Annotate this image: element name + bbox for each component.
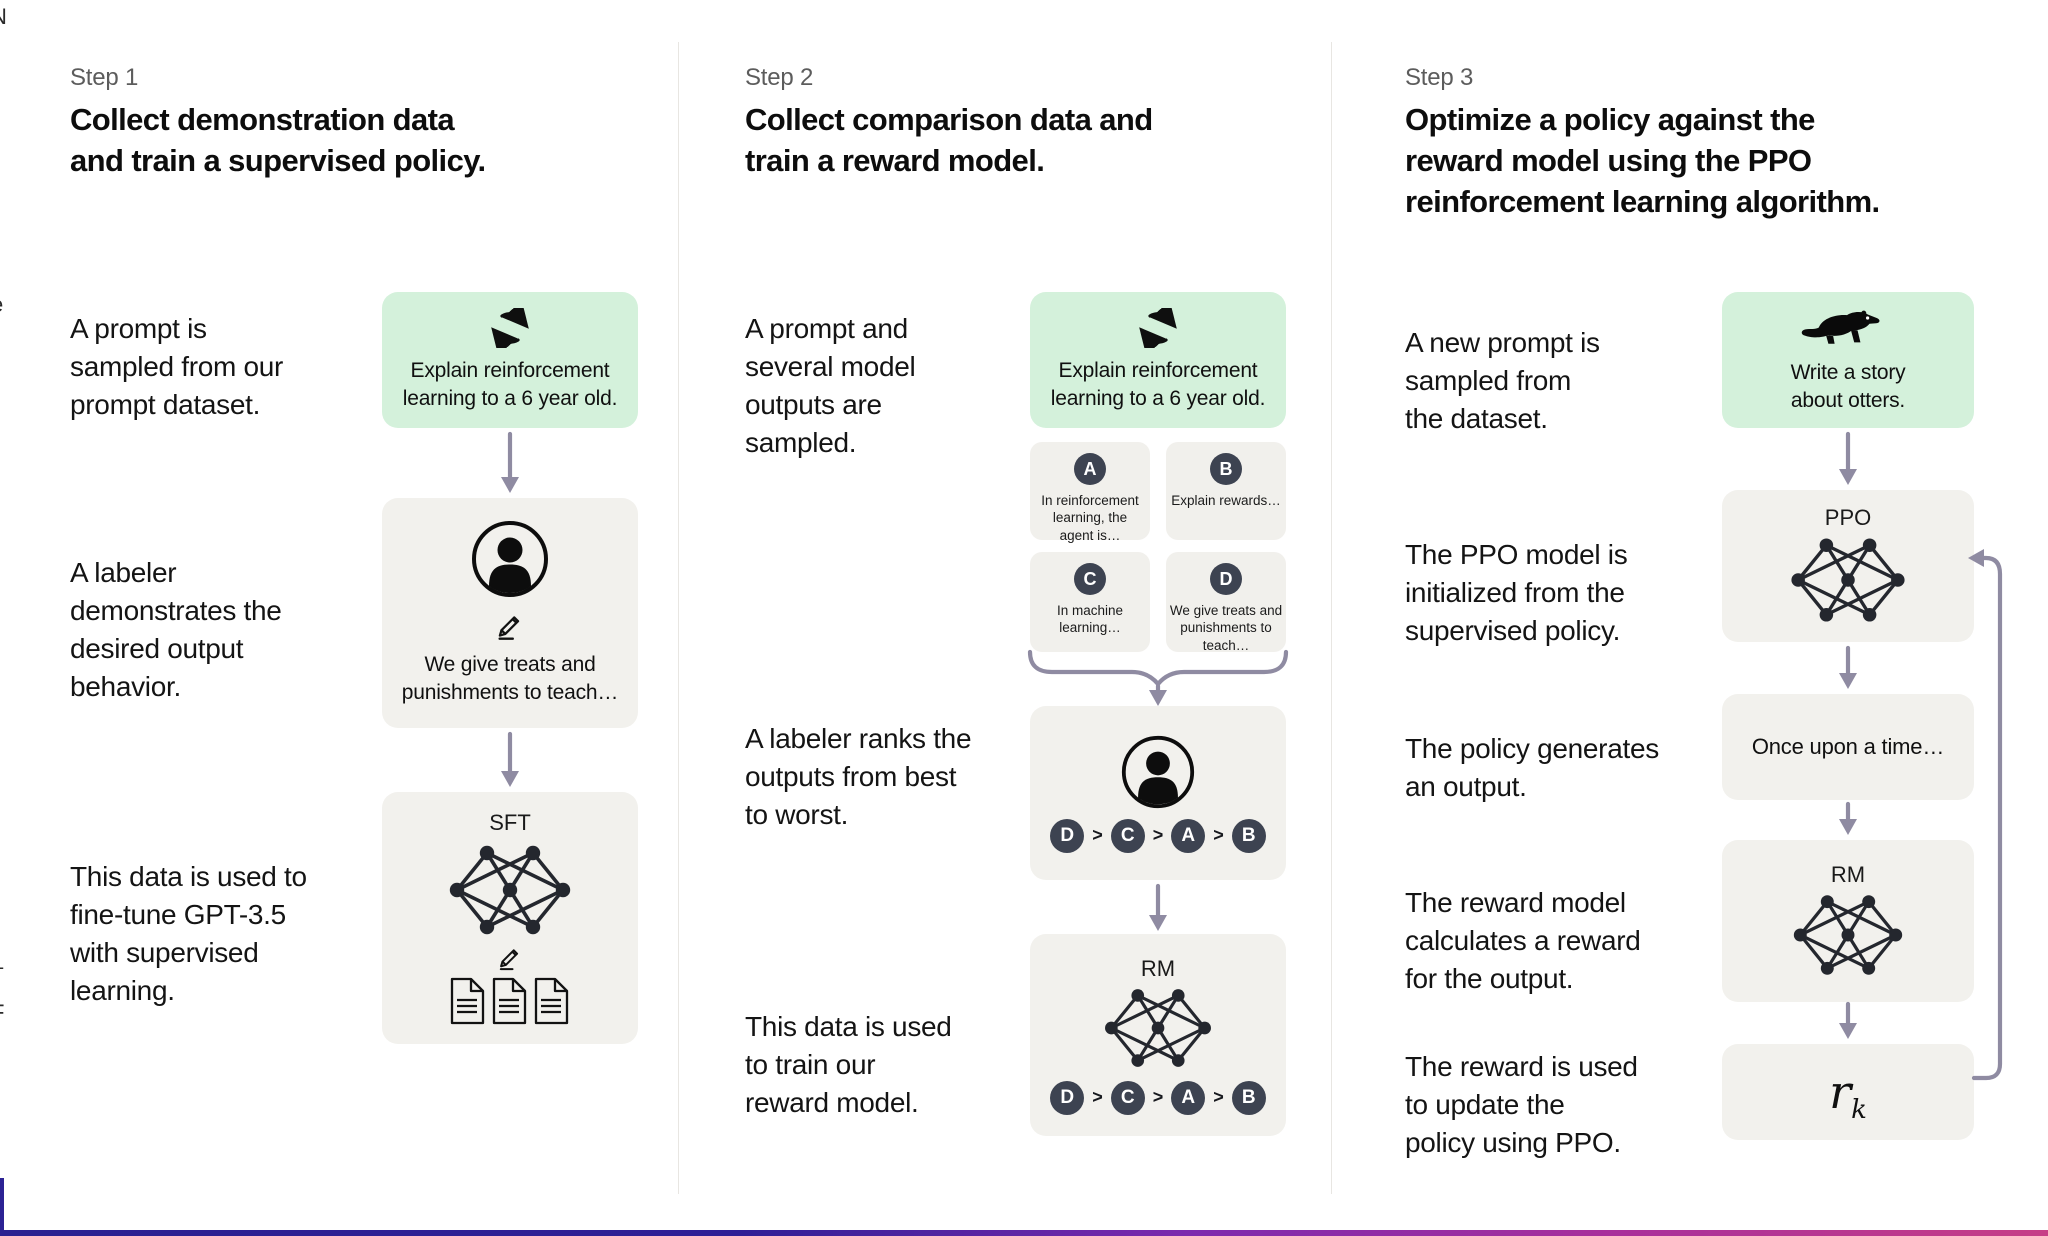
labeler-box: We give treats and punishments to teach… [382, 498, 638, 728]
rank-chip: C [1110, 1080, 1145, 1115]
step-title: Collect comparison data and train a rewa… [745, 102, 1153, 178]
left-accent-line [0, 1178, 4, 1236]
reward-value-box: rk [1722, 1044, 1974, 1140]
edge-artifact: e [0, 292, 3, 318]
rank-separator: > [1152, 1087, 1164, 1107]
edge-artifact: N [0, 4, 7, 30]
model-label: PPO [1824, 505, 1872, 530]
caption-ppo-initialized: The PPO model is initialized from the su… [1405, 539, 1628, 647]
rank-chip: A [1171, 818, 1206, 853]
ranking-row: D > C > A > B [1050, 1080, 1266, 1115]
model-label: SFT [489, 810, 531, 835]
pencil-icon [498, 616, 520, 640]
reward-symbol: r [1829, 1065, 1852, 1119]
prompt-box: Write a story about otters. [1722, 292, 1974, 428]
policy-output-text: Once upon a time… [1751, 734, 1945, 760]
caption-prompt-sampled: A prompt is sampled from our prompt data… [70, 313, 284, 421]
output-b-box: B Explain rewards… [1166, 442, 1286, 540]
caption-train-reward-model: This data is used to train our reward mo… [745, 1011, 952, 1119]
neural-network-icon [1105, 988, 1211, 1067]
reward-model-box: RM D > C > A > [1030, 934, 1286, 1136]
rank-separator: > [1213, 825, 1224, 845]
output-chip-d: D [1210, 563, 1242, 595]
step-title: Collect demonstration data and train a s… [70, 102, 486, 178]
caption-reward-updates: The reward is used to update the policy … [1405, 1051, 1638, 1159]
person-icon [1121, 735, 1195, 808]
reward-subscript: k [1851, 1095, 1867, 1126]
caption-rm-calculates: The reward model calculates a reward for… [1405, 887, 1641, 995]
output-d-text: We give treats and punishments to teach… [1169, 603, 1283, 653]
reward-value: rk [1829, 1065, 1867, 1123]
person-icon [472, 521, 548, 598]
otter-icon [1801, 310, 1880, 344]
prompt-box: Explain reinforcement learning to a 6 ye… [1030, 292, 1286, 428]
arrowhead [1149, 915, 1167, 931]
pencil-icon [499, 949, 519, 971]
model-label: RM [1830, 862, 1866, 887]
edge-artifact: F [0, 1000, 4, 1026]
output-chip-b: B [1210, 453, 1242, 485]
neural-network-icon [449, 845, 571, 935]
output-a-box: A In reinforcement learning, the agent i… [1030, 442, 1150, 543]
rank-separator: > [1092, 1087, 1103, 1107]
model-label: RM [1140, 955, 1176, 981]
column-divider [678, 42, 679, 1194]
rank-chip: A [1171, 1080, 1206, 1115]
edge-artifact: – [0, 954, 3, 980]
prompt-text: Write a story about otters. [1790, 360, 1906, 412]
caption-labeler-demonstrates: A labeler demonstrates the desired outpu… [70, 557, 282, 703]
rank-chip: C [1110, 818, 1145, 853]
output-b-text: Explain rewards… [1171, 493, 1281, 508]
step-label: Step 1 [70, 64, 139, 91]
ppo-model-box: PPO [1722, 490, 1974, 642]
output-a-text: In reinforcement learning, the agent is… [1041, 493, 1139, 543]
reward-model-box: RM [1722, 840, 1974, 1002]
arrowhead [1839, 819, 1857, 835]
rank-separator: > [1092, 825, 1103, 845]
output-c-box: C In machine learning… [1030, 552, 1150, 652]
output-d-box: D We give treats and punishments to teac… [1166, 552, 1286, 653]
labeler-ranking-box: D > C > A > B [1030, 706, 1286, 880]
prompt-text: Explain reinforcement learning to a 6 ye… [402, 358, 618, 410]
rank-separator: > [1213, 1087, 1224, 1107]
rank-chip: D [1050, 1080, 1085, 1115]
step-label: Step 3 [1405, 64, 1474, 91]
output-chip-a: A [1074, 453, 1106, 485]
ranking-row: D > C > A > B [1050, 818, 1266, 853]
prompt-text: Explain reinforcement learning to a 6 ye… [1050, 358, 1266, 410]
rank-chip: B [1231, 818, 1266, 853]
caption-outputs-sampled: A prompt and several model outputs are s… [745, 313, 916, 459]
output-chip-c: C [1074, 563, 1106, 595]
documents-icon [450, 977, 569, 1025]
arrowhead [501, 477, 519, 493]
ppo-update-loop [1971, 555, 2003, 1081]
cycle-icon [491, 307, 529, 348]
neural-network-icon [1793, 895, 1903, 975]
neural-network-icon [1791, 538, 1905, 622]
arrowhead [1149, 690, 1167, 706]
output-c-text: In machine learning… [1056, 603, 1124, 636]
outputs-brace [1027, 649, 1289, 688]
rank-chip: D [1050, 818, 1085, 853]
caption-policy-generates: The policy generates an output. [1405, 733, 1659, 803]
rank-chip: B [1231, 1080, 1266, 1115]
bottom-gradient-bar [0, 1230, 2048, 1236]
sft-model-box: SFT [382, 792, 638, 1044]
caption-labeler-ranks: A labeler ranks the outputs from best to… [745, 723, 972, 831]
rank-separator: > [1152, 825, 1164, 845]
policy-output-box: Once upon a time… [1722, 694, 1974, 800]
cycle-icon [1139, 307, 1177, 348]
prompt-box: Explain reinforcement learning to a 6 ye… [382, 292, 638, 428]
arrowhead [1839, 1023, 1857, 1039]
arrowhead [1839, 673, 1857, 689]
column-divider [1331, 42, 1332, 1194]
arrowhead [1839, 469, 1857, 485]
caption-finetune-gpt: This data is used to fine-tune GPT-3.5 w… [70, 861, 307, 1007]
labeler-demo-text: We give treats and punishments to teach… [401, 653, 619, 704]
arrowhead [501, 771, 519, 787]
step-title: Optimize a policy against the reward mod… [1405, 102, 1880, 219]
step-label: Step 2 [745, 64, 814, 91]
caption-new-prompt: A new prompt is sampled from the dataset… [1405, 327, 1600, 435]
